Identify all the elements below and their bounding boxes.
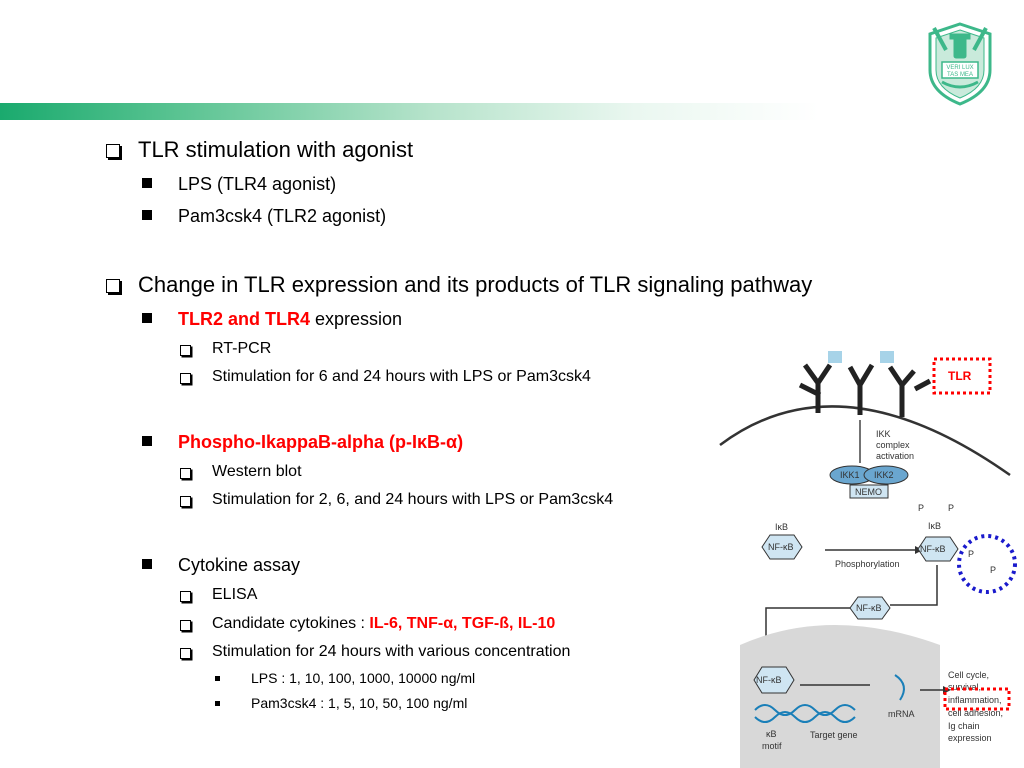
svg-text:IKK: IKK [876, 429, 891, 439]
checkbox-bullet-icon [180, 591, 191, 602]
checkbox-bullet-icon [180, 620, 191, 631]
svg-text:P: P [968, 549, 974, 559]
checkbox-bullet-icon [180, 345, 191, 356]
checkbox-bullet-icon [180, 496, 191, 507]
tlr-highlight-box [932, 357, 992, 395]
svg-text:complex: complex [876, 440, 910, 450]
tlr-receptor-icons [798, 363, 932, 417]
svg-text:expression: expression [948, 733, 992, 743]
cell-membrane [719, 405, 1011, 477]
svg-text:P: P [948, 503, 954, 513]
svg-text:NEMO: NEMO [855, 487, 882, 497]
svg-text:IκB: IκB [775, 522, 788, 532]
svg-text:activation: activation [876, 451, 914, 461]
svg-text:VERI LUX: VERI LUX [946, 65, 973, 71]
checkbox-bullet-icon [180, 648, 191, 659]
square-bullet-icon [142, 313, 152, 323]
tlr-signaling-pathway-figure: TLR IKK complex activation IKK1 IKK2 NEM… [719, 351, 1017, 768]
svg-text:NF-κB: NF-κB [756, 675, 782, 685]
checkbox-bullet-icon [106, 144, 120, 158]
svg-text:cell adhesion,: cell adhesion, [948, 708, 1003, 718]
svg-text:mRNA: mRNA [888, 709, 915, 719]
svg-text:Ig chain: Ig chain [948, 721, 980, 731]
ikb-degradation-highlight [957, 534, 1017, 594]
svg-text:IκB: IκB [928, 521, 941, 531]
small-square-bullet-icon [215, 676, 220, 681]
svg-text:IKK2: IKK2 [874, 470, 894, 480]
square-bullet-icon [142, 559, 152, 569]
svg-text:TAS MEA: TAS MEA [947, 72, 973, 78]
inflammation-highlight-box [943, 687, 1011, 711]
checkbox-bullet-icon [106, 279, 120, 293]
svg-text:IKK1: IKK1 [840, 470, 860, 480]
svg-text:Target gene: Target gene [810, 730, 858, 740]
square-bullet-icon [142, 210, 152, 220]
svg-text:survival,: survival, [948, 682, 981, 692]
nucleus [740, 625, 940, 768]
svg-text:motif: motif [762, 741, 782, 751]
svg-text:Cell cycle,: Cell cycle, [948, 670, 989, 680]
svg-text:NF-κB: NF-κB [768, 542, 794, 552]
svg-text:κB: κB [766, 729, 777, 739]
svg-text:Phosphorylation: Phosphorylation [835, 559, 900, 569]
checkbox-bullet-icon [180, 373, 191, 384]
checkbox-bullet-icon [180, 468, 191, 479]
tlr-label: TLR [948, 369, 972, 383]
university-logo: VERI LUX TAS MEA [928, 22, 992, 106]
svg-text:NF-κB: NF-κB [920, 544, 946, 554]
svg-text:NF-κB: NF-κB [856, 603, 882, 613]
svg-text:inflammation,: inflammation, [948, 695, 1002, 705]
square-bullet-icon [142, 178, 152, 188]
svg-text:P: P [918, 503, 924, 513]
svg-text:P: P [990, 565, 996, 575]
small-square-bullet-icon [215, 701, 220, 706]
square-bullet-icon [142, 436, 152, 446]
header-gradient-bar [0, 103, 1024, 120]
